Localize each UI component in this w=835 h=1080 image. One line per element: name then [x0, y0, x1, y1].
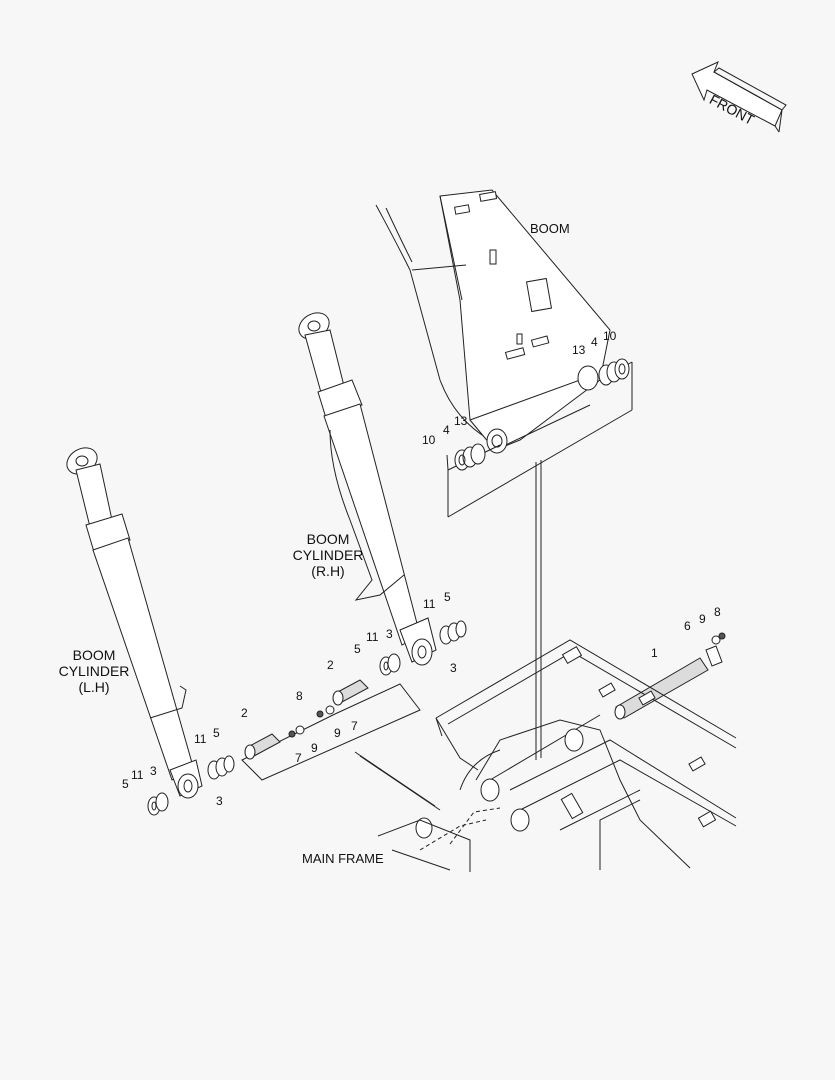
cylinder-lh-label: BOOM CYLINDER (L.H)	[52, 647, 136, 695]
main-frame-label: MAIN FRAME	[302, 851, 384, 866]
callout-center-right-2: 2	[327, 658, 334, 672]
callout-boom-left-13: 13	[454, 414, 468, 428]
callout-boom-right-4: 4	[591, 335, 598, 349]
cylinder-rh-line3: (R.H)	[311, 563, 345, 579]
boom-cylinder-rh-drawing	[298, 312, 437, 666]
callout-lh-bottom-5: 5	[213, 726, 220, 740]
callout-rh-rod-5: 5	[444, 590, 451, 604]
callout-boom-right-10: 10	[603, 329, 617, 343]
boom-right-washers	[598, 358, 630, 386]
main-frame-drawing	[377, 639, 737, 872]
boom-label: BOOM	[530, 221, 570, 236]
callout-pin-1: 1	[651, 646, 658, 660]
callout-rh-bottom-11: 11	[366, 630, 379, 644]
cylinder-rh-line2: CYLINDER	[292, 547, 364, 563]
callout-rh-bottom-5: 5	[354, 642, 361, 656]
callout-lh-bottom-11: 11	[194, 732, 207, 746]
callout-rh-rod-3: 3	[450, 661, 457, 675]
cylinder-lh-line1: BOOM	[72, 647, 116, 663]
lh-washers	[147, 755, 235, 816]
cylinder-rh-line1: BOOM	[306, 531, 350, 547]
callout-pin-6: 6	[684, 619, 691, 633]
boom-drawing	[375, 189, 611, 454]
callout-lh-far-5: 5	[122, 777, 129, 791]
rh-washers	[379, 620, 467, 676]
callout-lh-far-11: 11	[131, 768, 144, 782]
cylinder-rh-label: BOOM CYLINDER (R.H)	[286, 531, 370, 579]
boom-left-washers	[454, 443, 486, 471]
cylinder-lh-line3: (L.H)	[78, 679, 110, 695]
front-arrow-icon	[691, 61, 787, 133]
callout-lh-far-3: 3	[150, 764, 157, 778]
callout-center-right-7: 7	[351, 719, 358, 733]
cylinder-lh-line2: CYLINDER	[58, 663, 130, 679]
callout-center-left-2: 2	[241, 706, 248, 720]
callout-center-right-8: 8	[296, 689, 303, 703]
callout-pin-8: 8	[714, 605, 721, 619]
callout-center-left-9: 9	[311, 741, 318, 755]
callout-boom-right-13: 13	[572, 343, 586, 357]
boom-cylinder-lh-drawing	[66, 447, 203, 799]
callout-center-right-9: 9	[334, 726, 341, 740]
center-pin-detail-box	[241, 679, 441, 811]
callout-rh-bottom-3: 3	[386, 627, 393, 641]
pin-1-drawing	[614, 632, 726, 720]
callout-lh-bottom-3: 3	[216, 794, 223, 808]
callout-boom-left-4: 4	[443, 423, 450, 437]
callout-rh-rod-11: 11	[423, 597, 436, 611]
callout-center-left-7: 7	[295, 751, 302, 765]
callout-pin-9: 9	[699, 612, 706, 626]
callout-boom-left-10: 10	[422, 433, 436, 447]
